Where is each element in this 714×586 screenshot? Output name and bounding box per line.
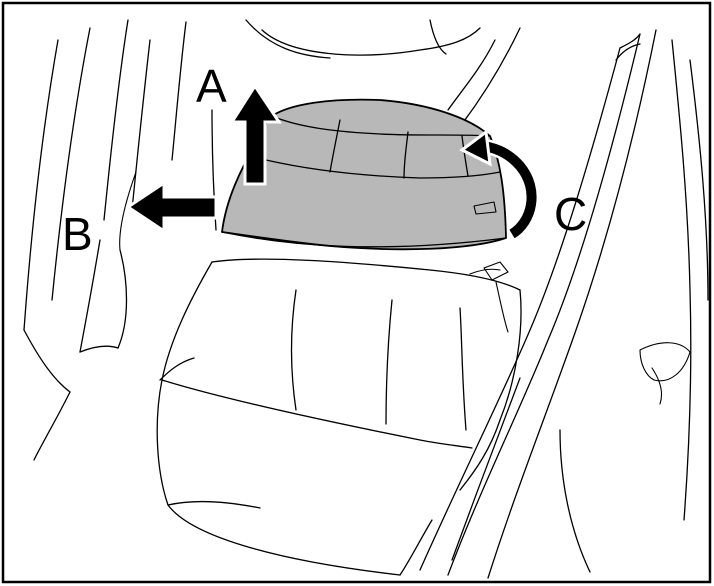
top-trim xyxy=(245,19,521,125)
arrow-b-left-icon xyxy=(125,180,218,234)
arrow-c-rotate-icon xyxy=(459,129,540,241)
label-c: C xyxy=(554,188,587,240)
arrow-a-up-icon xyxy=(229,83,282,186)
right-door-frame xyxy=(419,29,709,579)
label-b: B xyxy=(62,208,93,260)
seat-base xyxy=(156,258,522,576)
label-a: A xyxy=(196,60,227,112)
left-door-trim xyxy=(23,19,217,461)
seat-cushion xyxy=(221,98,509,333)
